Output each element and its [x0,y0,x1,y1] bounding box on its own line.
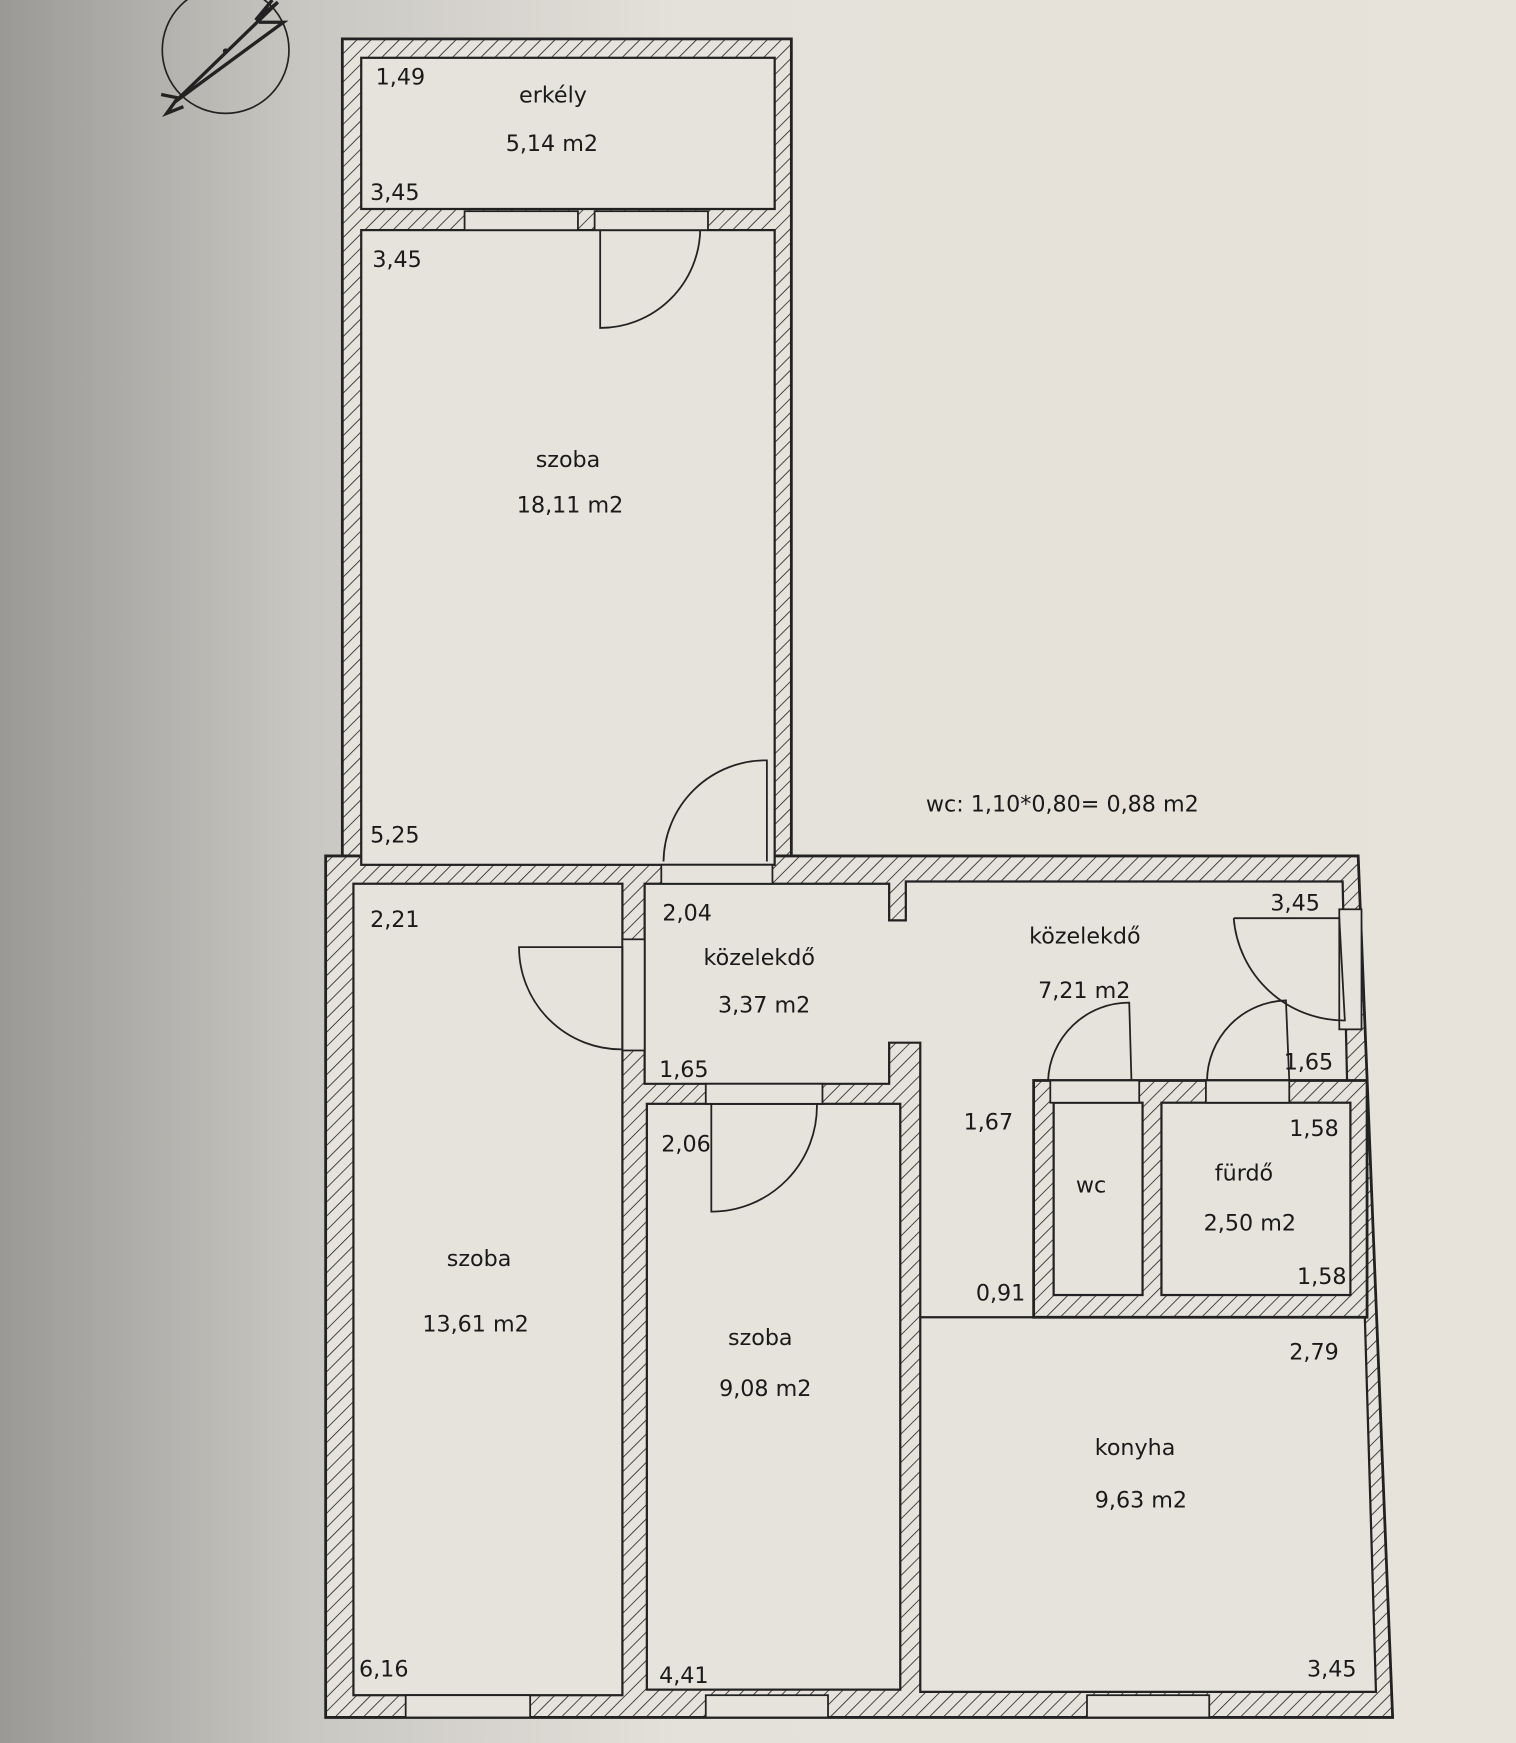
dimension-label: 2,06 [661,1132,710,1158]
dimension-label: 2,21 [370,907,419,933]
door-entrance [1232,917,1346,1022]
room-szoba-left [352,882,624,1697]
room-name: szoba [536,447,601,473]
room-area: 9,63 m2 [1095,1487,1187,1513]
room-furdo [1160,1101,1352,1297]
room-area: 2,50 m2 [1204,1211,1296,1237]
wc-area-note: wc: 1,10*0,80= 0,88 m2 [926,791,1199,817]
room-szoba-middle [645,1102,902,1691]
north-arrow-icon [160,0,290,118]
labels: wc: 1,10*0,80= 0,88 m2 erkély 5,14 m2 1,… [359,64,1357,1688]
door-szoba-left [518,946,624,1051]
dimension-label: 3,45 [1307,1656,1356,1682]
room-name: szoba [728,1325,793,1351]
dimension-label: 2,04 [662,900,711,926]
room-area: 13,61 m2 [422,1312,528,1338]
dimension-label: 6,16 [359,1656,408,1682]
room-szoba-large [360,228,776,866]
dimension-label: 3,45 [1270,890,1319,916]
room-name: konyha [1095,1435,1176,1461]
door-erkely [599,230,702,329]
dimension-label: 5,25 [370,823,419,849]
dimension-label: 1,65 [659,1057,708,1083]
dimension-label: 1,58 [1297,1264,1346,1290]
rooms [352,56,1378,1697]
room-name: fürdő [1215,1161,1273,1187]
room-area: 18,11 m2 [517,492,623,518]
dimension-label: 4,41 [659,1663,708,1689]
dimension-label: 3,45 [372,247,421,273]
room-name: közelekdő [1029,924,1140,950]
dimension-label: 1,58 [1289,1116,1338,1142]
room-wc [1052,1101,1144,1297]
doors [518,230,1346,1213]
dimension-label: 1,49 [376,64,425,90]
room-area: 3,37 m2 [718,993,810,1019]
door-wc [1047,1001,1133,1081]
room-area: 5,14 m2 [506,131,598,157]
door-szoba-middle [710,1103,818,1213]
room-name: szoba [447,1246,512,1272]
windows [404,210,1363,1719]
dimension-label: 1,67 [964,1109,1013,1135]
door-furdo [1206,999,1291,1081]
dimension-label: 1,65 [1284,1049,1333,1075]
dimension-label: 3,45 [370,180,419,206]
room-name: erkély [519,82,587,108]
room-erkely [360,56,776,211]
room-name: közelekdő [704,945,815,971]
dimension-label: 2,79 [1289,1339,1338,1365]
door-szoba-large [662,759,768,862]
dimension-label: 0,91 [976,1281,1025,1307]
room-area: 9,08 m2 [719,1376,811,1402]
room-area: 7,21 m2 [1038,978,1130,1004]
room-name: wc [1076,1173,1106,1199]
